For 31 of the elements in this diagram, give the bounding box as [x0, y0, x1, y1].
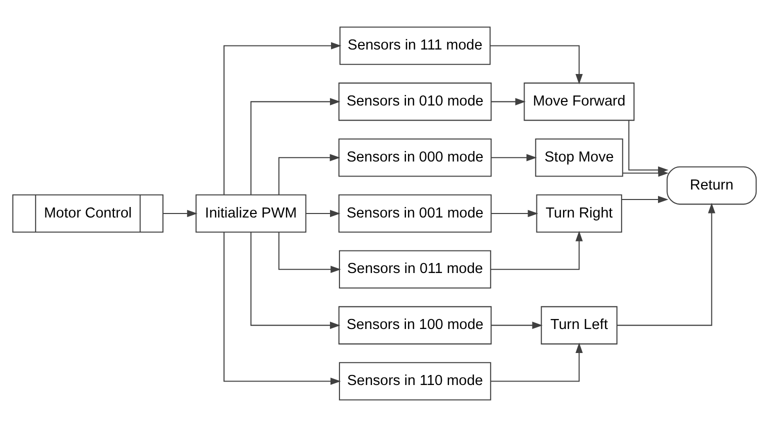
node-box: Move Forward: [524, 82, 635, 120]
arrow: [306, 209, 340, 217]
arrow: [224, 42, 342, 194]
node-box: Sensors in 010 mode: [338, 82, 492, 120]
arrow: [622, 169, 669, 176]
node-box: Return: [666, 166, 757, 204]
node-box: Sensors in 011 mode: [338, 250, 492, 288]
arrow: [490, 230, 583, 270]
node-box: Sensors in 000 mode: [338, 138, 492, 176]
arrow: [224, 232, 341, 384]
arrow: [491, 209, 538, 217]
arrow: [622, 195, 668, 203]
node-box: Sensors in 001 mode: [338, 194, 492, 232]
node-box: Initialize PWM: [196, 194, 306, 232]
node-box: Stop Move: [535, 138, 624, 176]
node-box: Sensors in 110 mode: [338, 362, 492, 400]
arrow: [278, 153, 340, 194]
node-box: Sensors in 100 mode: [338, 306, 492, 344]
arrow: [490, 44, 583, 84]
node-box: Sensors in 111 mode: [339, 26, 491, 64]
arrow: [491, 321, 543, 328]
arrow: [250, 232, 340, 328]
node-box: Turn Left: [540, 306, 618, 344]
arrow: [250, 98, 340, 194]
arrow: [617, 202, 716, 326]
node-box: Turn Right: [536, 194, 622, 232]
arrow: [490, 342, 583, 382]
arrow: [491, 98, 526, 105]
arrow: [491, 153, 537, 161]
arrow: [163, 209, 198, 217]
arrow: [278, 232, 341, 273]
